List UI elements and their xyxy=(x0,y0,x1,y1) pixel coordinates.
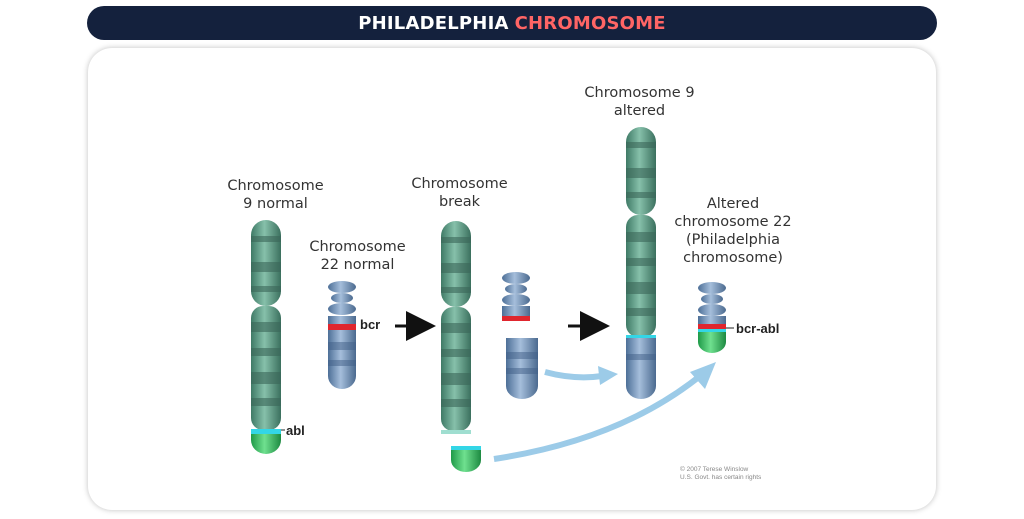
label-chromosome-22-altered: Altered chromosome 22 (Philadelphia chro… xyxy=(674,196,792,266)
chromosome-22-normal xyxy=(328,281,356,389)
chromosome-9-normal xyxy=(251,220,281,454)
chromosome-9-broken xyxy=(441,221,471,434)
gene-label-bcr-abl: bcr-abl xyxy=(736,321,780,336)
title-part-2: CHROMOSOME xyxy=(514,12,666,34)
credit-line-2: U.S. Govt. has certain rights xyxy=(680,474,762,481)
credit-line-1: © 2007 Terese Winslow xyxy=(680,466,749,473)
label-chromosome-22-normal: Chromosome 22 normal xyxy=(309,239,406,273)
title-part-1: PHILADELPHIA xyxy=(358,12,509,34)
translocation-arrow-long xyxy=(493,362,716,462)
abl-fragment xyxy=(451,446,481,472)
chromosome-9-altered xyxy=(626,127,656,399)
title-bar: PHILADELPHIA CHROMOSOME xyxy=(87,6,937,40)
translocation-arrow-short xyxy=(544,366,618,385)
label-chromosome-9-normal: Chromosome 9 normal xyxy=(227,178,324,212)
label-chromosome-9-altered: Chromosome 9 altered xyxy=(584,85,695,119)
label-chromosome-break: Chromosome break xyxy=(411,176,508,210)
chromosome-22-philadelphia xyxy=(698,282,726,353)
chromosome-22-broken xyxy=(502,272,538,399)
image-credit: © 2007 Terese Winslow U.S. Govt. has cer… xyxy=(680,466,761,482)
gene-label-abl: abl xyxy=(286,423,305,438)
gene-label-bcr: bcr xyxy=(360,317,381,332)
